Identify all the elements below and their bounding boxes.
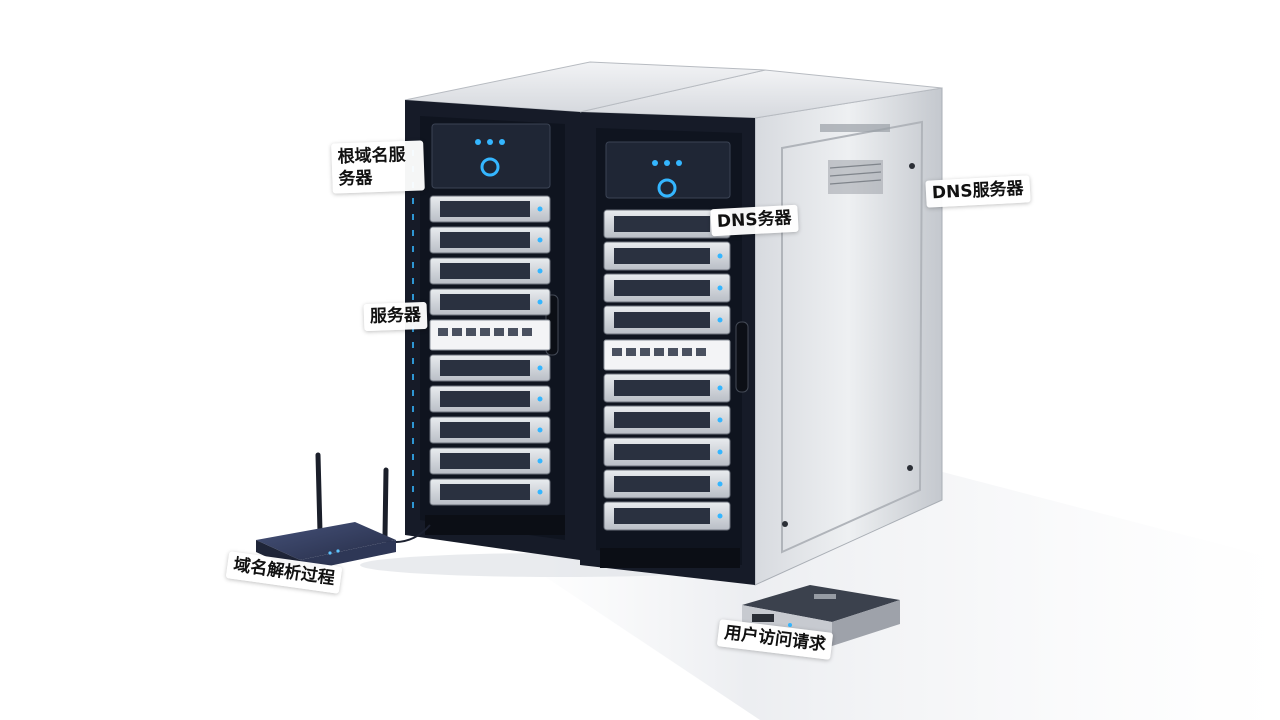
server-label: 服务器 bbox=[363, 301, 428, 332]
mini-pc bbox=[742, 585, 900, 646]
root-rack-units bbox=[429, 195, 551, 506]
dns-server-cabinet bbox=[579, 69, 943, 586]
router bbox=[256, 452, 431, 572]
dns-server-short-label: DNS务器 bbox=[710, 204, 799, 237]
root-server-cabinet bbox=[404, 61, 766, 560]
vent-grille bbox=[820, 124, 890, 194]
root-server-label: 根域名服务器 bbox=[331, 140, 425, 194]
dns-rack-units bbox=[603, 209, 731, 531]
dns-server-label: DNS服务器 bbox=[925, 175, 1031, 208]
